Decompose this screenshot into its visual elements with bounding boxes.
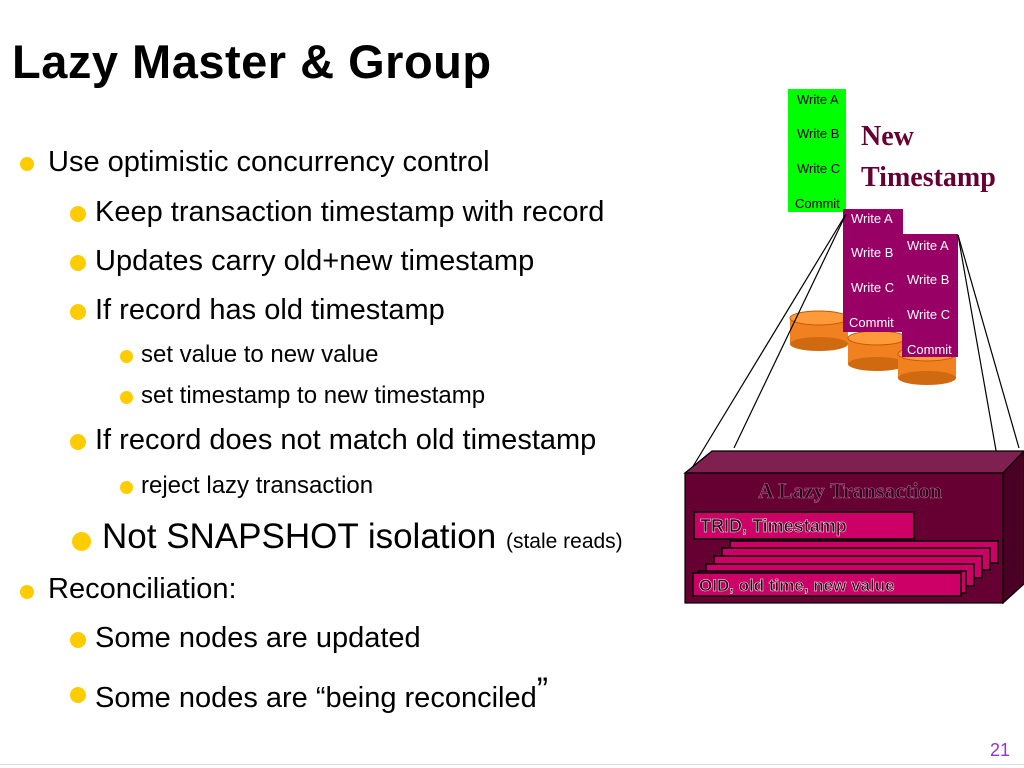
magenta1-write-b: Write B [851,245,893,260]
stale-reads-note: (stale reads) [505,530,623,553]
bullet-keep-timestamp: Keep transaction timestamp with record [95,196,605,228]
bullet-dot [70,255,86,271]
connector-line [957,234,1001,474]
magenta-transaction-block-1 [843,209,903,332]
bullet-dot [70,687,86,703]
bullet-reject-lazy: reject lazy transaction [141,472,374,499]
close-quote: ” [536,671,549,709]
disk-1 [789,310,849,351]
bullet-reconciliation: Reconciliation: [48,573,237,605]
lazy-transaction-title: A Lazy Transaction [758,478,942,503]
bullet-being-reconciled: Some nodes are “being reconciled” [95,671,548,716]
bullet-updates-carry: Updates carry old+new timestamp [95,245,535,277]
detail-record-text: OID, old time, new value [699,576,895,595]
bullet-no-match: If record does not match old timestamp [95,424,597,456]
disk-2 [847,330,907,371]
bullet-dot [72,532,91,551]
magenta1-write-a: Write A [851,211,893,226]
green-write-b: Write B [797,126,839,141]
green-commit: Commit [795,196,840,211]
detail-record [692,572,962,597]
magenta2-write-a: Write A [907,238,949,253]
slide-title: Lazy Master & Group [12,35,492,88]
bullet-dot [20,585,34,599]
bullet-set-value: set value to new value [141,341,379,368]
magenta-transaction-block-2 [902,234,958,357]
magenta2-commit: Commit [907,342,952,357]
green-write-c: Write C [797,161,840,176]
magenta1-commit: Commit [849,315,894,330]
bullet-dot [70,434,86,450]
bullet-set-timestamp: set timestamp to new timestamp [141,382,486,409]
magenta1-write-c: Write C [851,280,894,295]
bullet-not-snapshot: Not SNAPSHOT isolation (stale reads) [102,517,623,557]
bullet-dot [20,157,34,171]
bullet-being-reconciled-text: Some nodes are “being reconciled [95,682,537,714]
bullet-dot [120,391,133,404]
footer-divider [0,764,1024,765]
bullet-old-timestamp: If record has old timestamp [95,294,445,326]
green-transaction-block [788,89,846,212]
bullet-dot [70,206,86,222]
new-timestamp-line1: New [861,121,915,152]
magenta2-write-c: Write C [907,307,950,322]
bullet-dot [70,632,86,648]
green-write-a: Write A [797,92,839,107]
header-record-text: TRID, Timestamp [700,516,847,536]
bullet-optimistic-concurrency: Use optimistic concurrency control [48,146,490,178]
connector-line [957,234,1020,449]
bullet-dot [120,481,133,494]
new-timestamp-line2: Timestamp [861,162,996,193]
connector-line [688,213,847,474]
bullet-not-snapshot-text: Not SNAPSHOT isolation [102,517,497,556]
bullet-nodes-updated: Some nodes are updated [95,622,421,654]
header-record [693,511,915,540]
page-number: 21 [989,740,1010,760]
bullet-dot [120,350,133,363]
bullet-dot [70,304,86,320]
connector-line [733,213,847,449]
magenta2-write-b: Write B [907,272,949,287]
